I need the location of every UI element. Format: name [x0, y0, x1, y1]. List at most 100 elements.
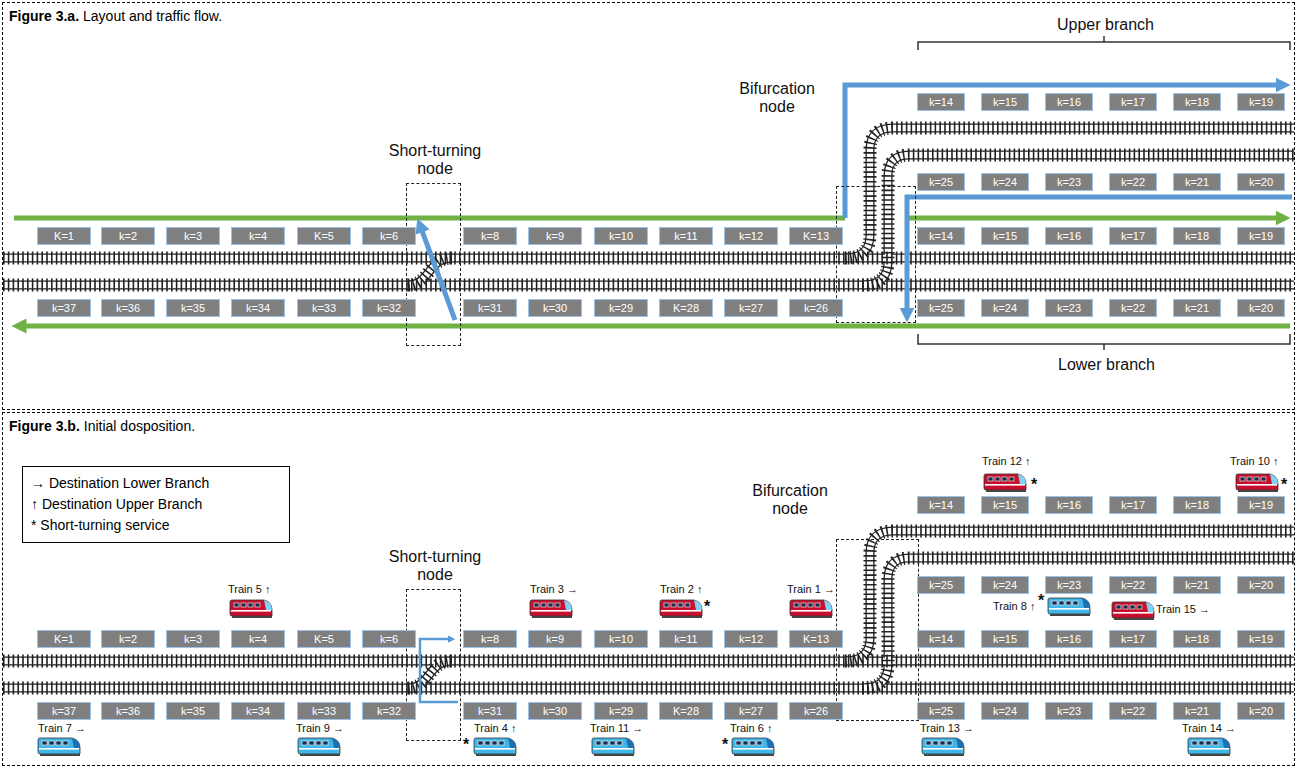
branch-brackets	[918, 36, 1290, 350]
block-section: k=4	[231, 630, 285, 648]
block-section: k=37	[37, 299, 91, 317]
train-label: Train 5 ↑	[228, 583, 270, 595]
block-label: k=19	[1249, 96, 1273, 108]
block-section: k=15	[981, 93, 1029, 111]
block-label: k=25	[929, 176, 953, 188]
train-icon	[790, 600, 832, 618]
block-label: k=16	[1057, 230, 1081, 242]
block-label: K=5	[314, 230, 334, 242]
block-section: K=5	[297, 227, 351, 245]
block-section: K=1	[37, 630, 91, 648]
block-label: k=32	[377, 302, 401, 314]
train-label: Train 11 →	[590, 722, 643, 734]
block-section: k=31	[463, 702, 517, 720]
block-section: k=25	[917, 576, 965, 594]
block-label: k=23	[1057, 579, 1081, 591]
block-section: k=8	[463, 630, 517, 648]
block-label: k=34	[246, 705, 270, 717]
block-label: k=3	[184, 230, 202, 242]
block-section: k=35	[166, 299, 220, 317]
block-label: k=22	[1121, 302, 1145, 314]
train-label: Train 2 ↑	[660, 583, 702, 595]
block-label: k=4	[249, 633, 267, 645]
block-label: k=27	[739, 302, 763, 314]
short-turn-mark: *	[722, 736, 728, 754]
block-label: k=20	[1249, 176, 1273, 188]
block-label: k=6	[380, 230, 398, 242]
block-section: k=21	[1173, 299, 1221, 317]
train-icon	[530, 600, 572, 618]
train-label: Train 10 ↑	[1230, 455, 1279, 467]
block-section: k=20	[1237, 702, 1285, 720]
node-heading-text: Bifurcation node	[740, 482, 840, 519]
block-label: k=33	[312, 705, 336, 717]
block-label: k=30	[543, 302, 567, 314]
block-section: k=16	[1045, 227, 1093, 245]
block-label: k=18	[1185, 96, 1209, 108]
figure-title-text: Figure 3.b.	[9, 418, 80, 434]
train-icon	[38, 738, 80, 756]
block-label: k=16	[1057, 633, 1081, 645]
block-section: k=14	[917, 496, 965, 514]
block-section: k=19	[1237, 496, 1285, 514]
block-label: k=18	[1185, 230, 1209, 242]
block-label: k=31	[478, 302, 502, 314]
block-section: k=15	[981, 227, 1029, 245]
block-section: k=30	[528, 702, 582, 720]
block-section: k=3	[166, 630, 220, 648]
block-label: K=13	[803, 633, 829, 645]
block-label: k=23	[1057, 176, 1081, 188]
block-section: k=3	[166, 227, 220, 245]
block-label: k=26	[804, 705, 828, 717]
block-section: k=31	[463, 299, 517, 317]
block-label: k=18	[1185, 499, 1209, 511]
block-section: k=20	[1237, 299, 1285, 317]
train-label: Train 4 ↑	[474, 722, 516, 734]
block-label: k=12	[739, 633, 763, 645]
block-section: k=34	[231, 702, 285, 720]
block-section: k=18	[1173, 227, 1221, 245]
block-section: k=21	[1173, 173, 1221, 191]
train-icon	[732, 738, 774, 756]
block-label: k=25	[929, 705, 953, 717]
figure-title-text: Layout and traffic flow.	[83, 8, 222, 24]
block-section: k=26	[789, 702, 843, 720]
block-section: k=14	[917, 630, 965, 648]
train-label: Train 9 →	[296, 722, 344, 734]
block-label: k=24	[993, 176, 1017, 188]
block-label: k=21	[1185, 579, 1209, 591]
train-icon	[592, 738, 634, 756]
block-section: k=11	[659, 630, 713, 648]
train-icon	[474, 738, 516, 756]
rail-gap	[3, 531, 1294, 688]
green-flow	[22, 324, 1290, 329]
block-section: k=33	[297, 702, 351, 720]
block-label: k=22	[1121, 579, 1145, 591]
block-section: k=12	[724, 227, 778, 245]
node-heading-text: Short-turning node	[379, 142, 491, 179]
block-section: k=18	[1173, 630, 1221, 648]
block-section: k=8	[463, 227, 517, 245]
block-section: k=2	[101, 227, 155, 245]
block-label: k=24	[993, 579, 1017, 591]
block-section: k=16	[1045, 630, 1093, 648]
figure-title: Figure 3.a.Layout and traffic flow.	[9, 8, 222, 24]
node-heading: Bifurcation node	[727, 80, 827, 117]
train-label: Train 3 →	[530, 583, 578, 595]
short-turn-mark: *	[1281, 476, 1287, 494]
block-label: k=21	[1185, 302, 1209, 314]
block-label: k=17	[1121, 230, 1145, 242]
block-label: k=23	[1057, 705, 1081, 717]
block-section: k=18	[1173, 496, 1221, 514]
block-section: k=21	[1173, 576, 1221, 594]
block-section: k=24	[981, 173, 1029, 191]
block-section: k=23	[1045, 299, 1093, 317]
node-heading: Short-turning node	[379, 548, 491, 585]
node-heading-text: Short-turning node	[379, 548, 491, 585]
block-label: K=13	[803, 230, 829, 242]
block-section: k=6	[362, 630, 416, 648]
block-section: k=10	[594, 630, 648, 648]
block-label: k=19	[1249, 230, 1273, 242]
block-section: K=13	[789, 630, 843, 648]
block-label: k=23	[1057, 302, 1081, 314]
